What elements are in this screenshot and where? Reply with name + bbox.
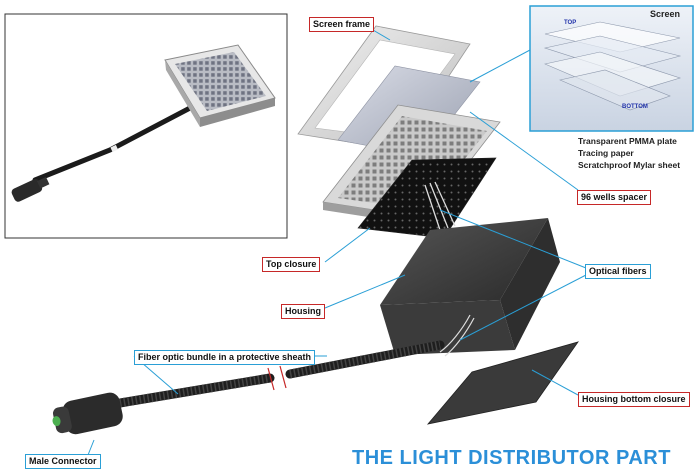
inset-top-label: TOP: [564, 20, 577, 26]
inset-title: Screen: [650, 9, 681, 19]
layer-label-pmma: Transparent PMMA plate: [578, 136, 677, 146]
assembled-device-photo: [4, 13, 288, 239]
screen-inset: [529, 5, 694, 132]
layer-label-tracing-paper: Tracing paper: [578, 148, 634, 158]
label-wells-spacer: 96 wells spacer: [577, 190, 652, 205]
inset-bottom-label: BOTTOM: [622, 104, 648, 110]
housing-bottom-part: [426, 341, 579, 425]
label-housing: Housing: [281, 304, 325, 319]
label-housing-bottom: Housing bottom closure: [578, 392, 690, 407]
label-male-connector: Male Connector: [25, 454, 101, 469]
layer-label-mylar: Scratchproof Mylar sheet: [578, 160, 681, 170]
label-screen-frame: Screen frame: [309, 17, 375, 32]
top-closure-part: [357, 157, 497, 239]
diagram-title: THE LIGHT DISTRIBUTOR PART: [352, 447, 671, 469]
label-optical-fibers: Optical fibers: [585, 264, 651, 279]
housing-part: [380, 218, 560, 357]
fiber-bundle-part: [103, 340, 445, 410]
label-fiber-bundle: Fiber optic bundle in a protective sheat…: [134, 350, 316, 365]
male-connector-part: [52, 392, 123, 435]
label-top-closure: Top closure: [262, 257, 321, 272]
